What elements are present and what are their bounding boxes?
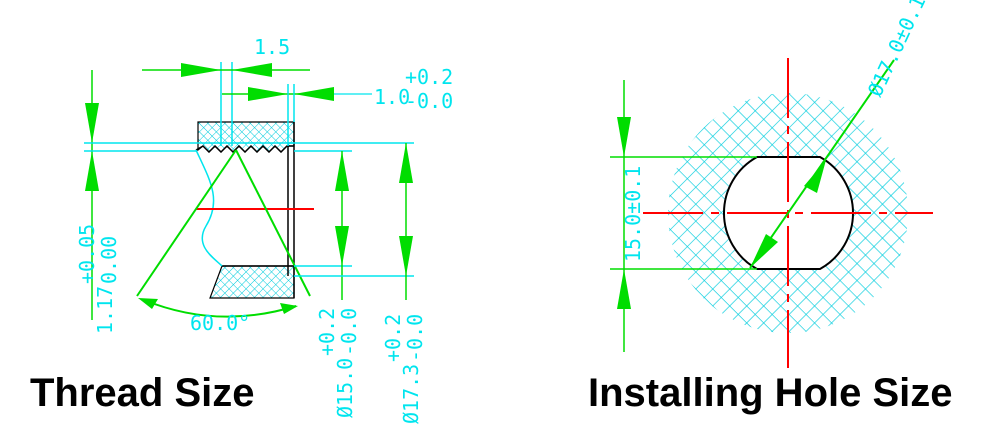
minor-tol-lower: -0.0 [337,308,361,356]
hole-caption: Installing Hole Size [588,371,953,415]
hole-dia-arrow-bottom [750,234,778,268]
angle-arrow-right [280,303,298,314]
flat-width-label: 15.0±0.1 [621,166,645,262]
major-tol-upper: +0.2 [381,314,405,362]
thread-body-bottom-hatch [209,265,295,299]
thread-section: 1.5 1.0 +0.2 -0.0 1.17 +0.05 0.00 Ø15.0 … [30,35,453,424]
length-tol-upper: +0.2 [405,65,453,89]
flat-arrow-top [617,117,631,157]
major-tol-lower: -0.0 [403,314,427,362]
angle-line-left [136,149,237,297]
thread-caption: Thread Size [30,371,255,415]
minor-dia-label: Ø15.0 [333,358,357,418]
depth-tol-lower: 0.00 [97,236,121,284]
major-arrow-bottom [399,236,413,276]
hole-dia-label: Ø17.0±0.1 [863,0,931,100]
pitch-arrow-left [181,63,221,77]
major-dia-label: Ø17.3 [399,364,423,424]
pitch-arrow-right [232,63,272,77]
length-arrow-right [294,87,334,101]
major-text-group: Ø17.3 +0.2 -0.0 [381,314,427,424]
minor-arrow-bottom [335,226,349,266]
depth-text-group: 1.17 +0.05 0.00 [75,224,121,334]
pitch-label: 1.5 [254,35,290,59]
major-arrow-top [399,143,413,183]
depth-label: 1.17 [93,286,117,334]
angle-label: 60.0° [190,311,250,335]
hole-outline [723,156,854,270]
minor-arrow-top [335,151,349,191]
angle-arc [143,299,297,318]
length-tol-lower: -0.0 [405,89,453,113]
hole-hatch-ring [668,93,908,333]
angle-arrow-left [138,298,158,309]
minor-tol-upper: +0.2 [315,308,339,356]
flat-arrow-bottom [617,269,631,309]
break-line [195,149,223,267]
length-label: 1.0 [374,85,410,109]
depth-tol-upper: +0.05 [75,224,99,284]
thread-teeth [195,144,294,154]
depth-arrow-bottom [85,151,99,191]
hole-section: Ø17.0±0.1 15.0±0.1 Installing Hole Size [588,0,953,415]
angle-line-right [235,149,311,297]
thread-body-top-hatch [197,121,295,153]
length-arrow-left [248,87,288,101]
depth-arrow-top [85,103,99,143]
minor-text-group: Ø15.0 +0.2 -0.0 [315,308,361,418]
hole-dia-arrow-top [804,160,826,193]
hole-dia-leader [749,59,895,269]
